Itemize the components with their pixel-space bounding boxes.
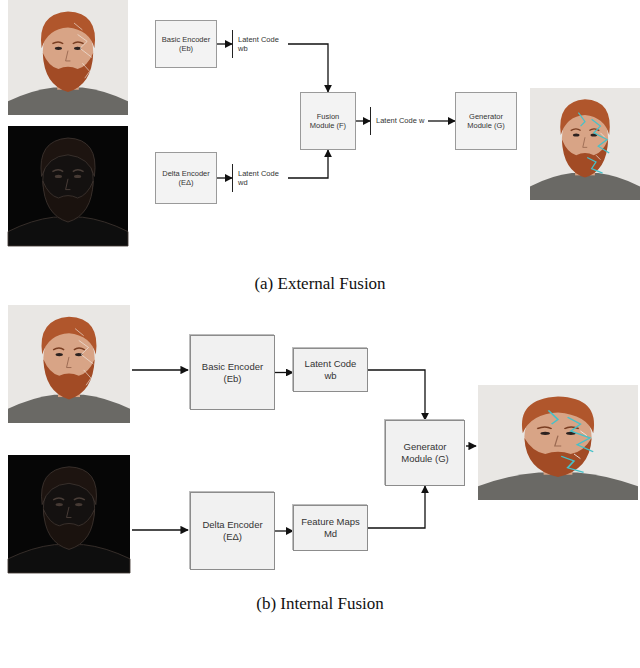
image-arrow xyxy=(466,445,476,446)
flow-arrow xyxy=(356,120,370,121)
latent-code: Latent Code wd xyxy=(232,164,288,192)
flow-arrow xyxy=(368,370,425,420)
image-arrow xyxy=(132,529,188,530)
delta-image xyxy=(8,455,130,573)
encoder-box: Delta Encoder (EΔ) xyxy=(155,152,217,204)
node-text: Feature Maps Md xyxy=(299,516,362,540)
feature-maps-box: Feature Maps Md xyxy=(293,505,368,551)
node-text: Latent Code wb xyxy=(299,358,362,382)
node-text: Generator Module (G) xyxy=(391,441,459,465)
generator-box: Generator Module (G) xyxy=(385,420,465,486)
latent-code: Latent Code w xyxy=(370,107,428,135)
flow-arrow xyxy=(217,177,232,178)
subfigure-caption: (b) Internal Fusion xyxy=(0,594,640,614)
node-text: Latent Code w xyxy=(376,116,424,125)
input-face-image xyxy=(8,305,130,423)
latent-code-box: Latent Code wb xyxy=(293,348,368,392)
image-arrow xyxy=(132,369,188,370)
flow-arrow xyxy=(288,44,328,92)
subfigure-caption: (a) External Fusion xyxy=(0,274,640,294)
delta-image xyxy=(8,126,128,246)
flow-arrow xyxy=(275,530,293,531)
flow-arrow xyxy=(275,372,293,373)
output-face-image xyxy=(478,385,638,500)
node-text: Fusion Module (F) xyxy=(306,112,350,131)
node-text: Generator Module (G) xyxy=(461,112,511,131)
flow-arrow xyxy=(368,486,425,528)
encoder-box: Basic Encoder (Eb) xyxy=(155,20,217,68)
input-face-image xyxy=(8,0,128,115)
output-face-image xyxy=(530,88,640,200)
node-text: Delta Encoder (EΔ) xyxy=(196,519,269,543)
generator-box: Generator Module (G) xyxy=(455,92,517,150)
flow-arrow xyxy=(217,43,232,44)
latent-code: Latent Code wb xyxy=(232,30,288,58)
node-text: Basic Encoder (Eb) xyxy=(161,35,211,54)
flow-arrow xyxy=(428,120,455,121)
node-text: Latent Code wd xyxy=(238,169,286,188)
node-text: Latent Code wb xyxy=(238,35,286,54)
encoder-box: Basic Encoder (Eb) xyxy=(190,335,275,410)
fusion-box: Fusion Module (F) xyxy=(300,92,356,150)
flow-arrow xyxy=(288,150,328,178)
encoder-box: Delta Encoder (EΔ) xyxy=(190,492,275,570)
node-text: Delta Encoder (EΔ) xyxy=(161,169,211,188)
node-text: Basic Encoder (Eb) xyxy=(196,361,269,385)
